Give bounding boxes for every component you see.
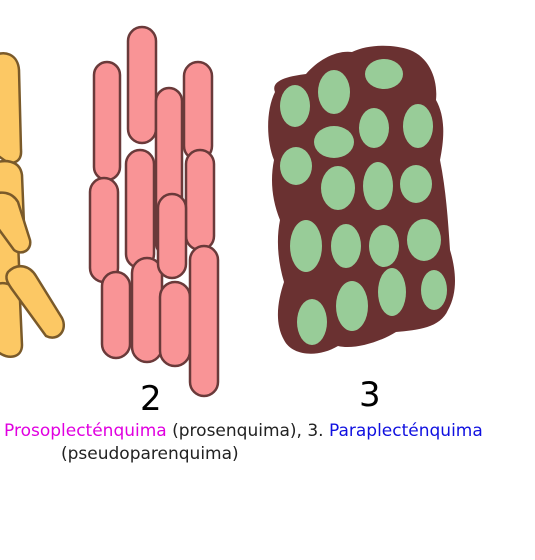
hypha-2g xyxy=(184,148,216,252)
caption-line-1: Prosoplecténquima (prosenquima), 3. Para… xyxy=(4,420,483,442)
cell-13 xyxy=(369,225,399,267)
hypha-2d xyxy=(182,60,214,162)
cell-3 xyxy=(365,59,403,89)
hypha-2e xyxy=(88,176,120,284)
cell-6 xyxy=(359,108,389,148)
cell-2 xyxy=(318,70,350,114)
panel-1-hyphae xyxy=(0,52,65,358)
cell-15 xyxy=(297,299,327,345)
cell-4 xyxy=(403,104,433,148)
hypha-1a xyxy=(0,52,23,164)
caption-line-2: (pseudoparenquima) xyxy=(61,444,239,464)
hypha-2k xyxy=(156,192,188,280)
hypha-2j xyxy=(158,280,192,368)
hypha-2b xyxy=(126,25,158,145)
term-prosoplectenchyma: Prosoplecténquima xyxy=(4,421,167,441)
cell-14 xyxy=(407,219,441,261)
hypha-1f xyxy=(0,191,32,254)
term-paraplectenchyma: Paraplecténquima xyxy=(328,421,483,441)
panel-3-cells xyxy=(268,45,455,354)
panel-number-2: 2 xyxy=(140,379,162,419)
cell-10 xyxy=(400,165,432,203)
panel-2-hyphae xyxy=(88,25,220,398)
hypha-1d xyxy=(0,282,24,358)
caption-middle-text: (prosenquima), 3. xyxy=(166,421,329,441)
cell-7 xyxy=(280,147,312,185)
hypha-1e xyxy=(5,264,65,339)
cell-12 xyxy=(331,224,361,268)
hypha-2l xyxy=(188,244,220,398)
cell-17 xyxy=(378,268,406,316)
hypha-2i xyxy=(130,256,164,364)
cell-9 xyxy=(363,162,393,210)
diagram-canvas xyxy=(0,25,455,398)
hypha-2f xyxy=(124,148,156,270)
panel-number-3: 3 xyxy=(359,375,381,415)
cell-11 xyxy=(290,220,322,272)
hypha-2a xyxy=(92,60,122,182)
cell-5 xyxy=(314,126,354,158)
hypha-2h xyxy=(100,270,132,360)
cell-8 xyxy=(321,166,355,210)
cell-16 xyxy=(336,281,368,331)
cell-1 xyxy=(280,85,310,127)
cell-18 xyxy=(421,270,447,310)
